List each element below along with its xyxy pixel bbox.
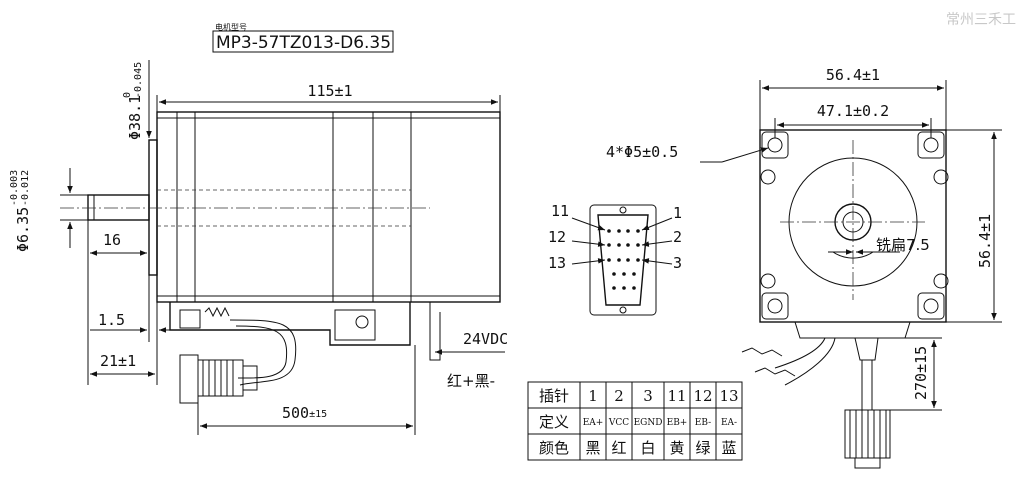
table-cell: EA- [721, 418, 737, 428]
watermark: 常州三禾工 [946, 12, 1016, 28]
dim-flat: 铣扁7.5 [876, 236, 930, 254]
table-cell: 11 [667, 387, 686, 405]
side-view: 115±1 Φ38.1 0 -0.045 Φ6.35 -0.003 -0.012… [9, 60, 508, 435]
power-label: 24VDC [463, 330, 508, 348]
front-view: 铣扁7.5 56.4±1 47.1±0.2 4*Φ5±0.5 56.4±1 [606, 66, 1002, 469]
table-cell: 定义 [539, 413, 569, 431]
dim-flange-tol-upper: 0 [122, 92, 133, 98]
model-name: MP3-57TZ013-D6.35 [216, 33, 391, 53]
pin-label-13: 13 [548, 254, 566, 272]
table-cell: EB+ [667, 418, 688, 428]
dim-body-length: 115±1 [307, 82, 352, 100]
table-cell: EB- [695, 418, 711, 428]
model-label: 电机型号 MP3-57TZ013-D6.35 [212, 22, 394, 53]
dim-cable: 270±15 [912, 346, 930, 400]
dim-height: 56.4±1 [976, 214, 994, 268]
dim-hole-spacing: 47.1±0.2 [817, 102, 889, 120]
table-cell: 黑 [585, 439, 600, 457]
dim-width-outer: 56.4±1 [826, 66, 880, 84]
dim-holes: 4*Φ5±0.5 [606, 143, 678, 161]
power-wires: 红+黑- [447, 372, 495, 390]
dim-shaft-tol-upper: -0.003 [9, 170, 20, 206]
table-cell: 3 [643, 387, 653, 405]
pin-label-1: 1 [673, 204, 682, 222]
dim-flange-tol-lower: -0.045 [133, 62, 144, 98]
pin-table: 插针 1 2 3 11 12 13 定义 EA+ VCC EGND EB+ EB… [527, 381, 743, 461]
table-cell: VCC [608, 418, 629, 428]
table-cell: 颜色 [539, 439, 569, 457]
table-cell: 2 [614, 387, 624, 405]
pin-label-3: 3 [673, 254, 682, 272]
model-caption: 电机型号 [215, 22, 247, 32]
pin-label-11: 11 [551, 202, 569, 220]
table-cell: 1 [588, 387, 598, 405]
pin-label-2: 2 [673, 228, 682, 246]
dim-shaft-ext: 21±1 [100, 352, 136, 370]
dim-shaft-length: 16 [103, 231, 121, 249]
db-connector: 11 12 13 1 2 3 [548, 202, 682, 316]
table-cell: 12 [693, 387, 712, 405]
pin-label-12: 12 [548, 228, 566, 246]
table-cell: 蓝 [721, 439, 736, 457]
dim-cable-length: 500±15 [282, 404, 327, 422]
table-cell: EGND [634, 418, 663, 428]
table-cell: 插针 [539, 387, 569, 405]
table-cell: 13 [719, 387, 738, 405]
table-cell: EA+ [583, 418, 604, 428]
table-cell: 白 [640, 439, 655, 457]
dim-flange-thickness: 1.5 [98, 311, 125, 329]
table-cell: 红 [611, 439, 626, 457]
dim-shaft-dia: Φ6.35 [14, 207, 32, 252]
table-cell: 绿 [695, 439, 710, 457]
dim-shaft-tol-lower: -0.012 [20, 170, 31, 206]
table-cell: 黄 [669, 439, 684, 457]
dim-flange-dia: Φ38.1 [126, 95, 144, 140]
